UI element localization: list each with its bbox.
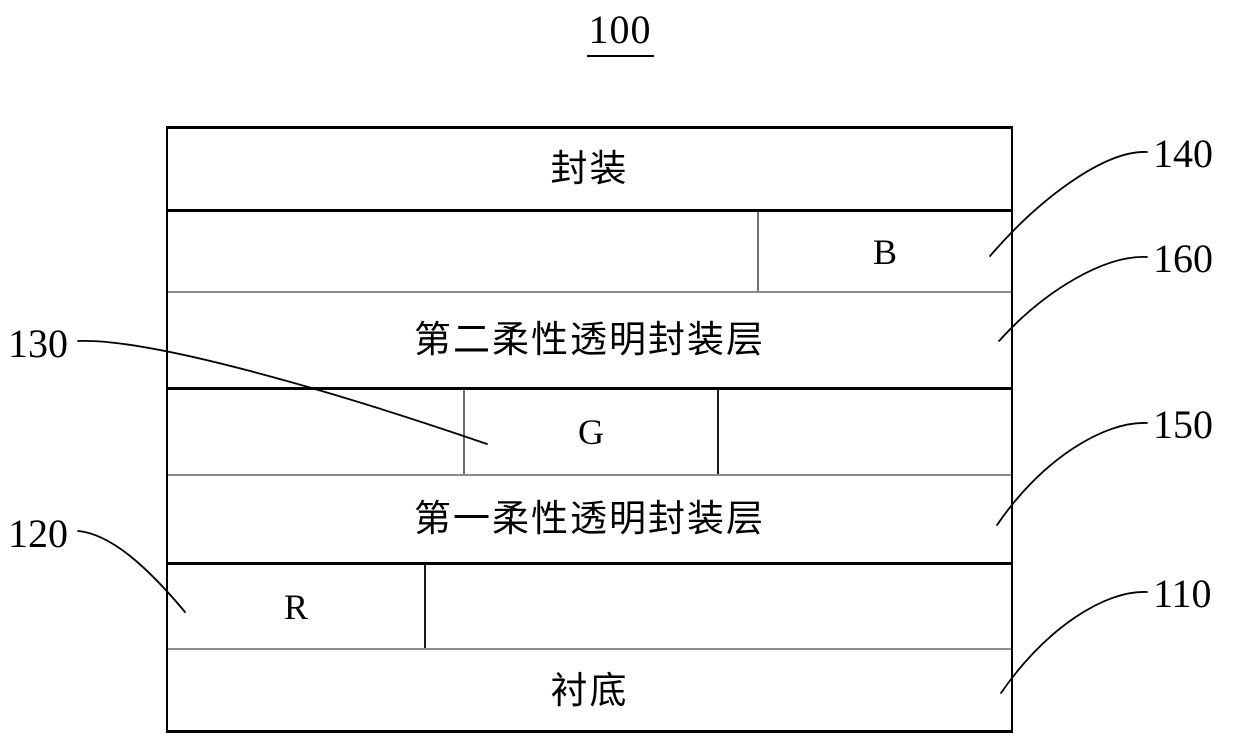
leader-line-110 — [1000, 591, 1148, 694]
cell-green-right-gap — [719, 390, 1011, 474]
band-green-subpixel: G — [168, 390, 1011, 476]
cell-label: B — [872, 231, 897, 272]
cell-label: R — [283, 586, 308, 627]
cell-green-subpixel: G — [465, 390, 720, 474]
band-encapsulation: 封装 — [168, 129, 1011, 212]
cell-blue-subpixel: B — [759, 212, 1011, 291]
leader-line-140 — [989, 151, 1148, 257]
band-blue-subpixel: B — [168, 212, 1011, 293]
reference-number-110: 110 — [1153, 571, 1212, 616]
cell-label: G — [578, 412, 605, 452]
cell-red-right-gap — [426, 565, 1011, 648]
cell-substrate: 衬底 — [168, 650, 1011, 732]
reference-number-150: 150 — [1153, 402, 1213, 447]
band-red-subpixel: R — [168, 565, 1011, 650]
reference-number-160: 160 — [1153, 236, 1213, 281]
cell-blue-left-gap — [168, 212, 759, 291]
cell-red-subpixel: R — [168, 565, 426, 648]
leader-line-160 — [998, 256, 1148, 342]
figure-number: 100 — [0, 8, 1240, 57]
reference-number-130: 130 — [8, 321, 68, 366]
figure-number-text: 100 — [586, 8, 654, 57]
cell-second-flexible-layer: 第二柔性透明封装层 — [168, 293, 1011, 387]
band-second-flexible-layer: 第二柔性透明封装层 — [168, 293, 1011, 390]
cell-green-left-gap — [168, 390, 465, 474]
cell-first-flexible-layer: 第一柔性透明封装层 — [168, 476, 1011, 562]
reference-number-120: 120 — [8, 511, 68, 556]
cell-label: 第二柔性透明封装层 — [414, 319, 765, 361]
cell-encapsulation: 封装 — [168, 129, 1011, 209]
band-first-flexible-layer: 第一柔性透明封装层 — [168, 476, 1011, 565]
cell-label: 第一柔性透明封装层 — [414, 498, 765, 540]
cell-label: 封装 — [550, 148, 629, 190]
band-substrate: 衬底 — [168, 650, 1011, 732]
layer-stack: 封装 B 第二柔性透明封装层 G — [166, 126, 1013, 733]
reference-number-140: 140 — [1153, 131, 1213, 176]
cell-label: 衬底 — [550, 670, 629, 712]
leader-line-150 — [996, 422, 1148, 526]
